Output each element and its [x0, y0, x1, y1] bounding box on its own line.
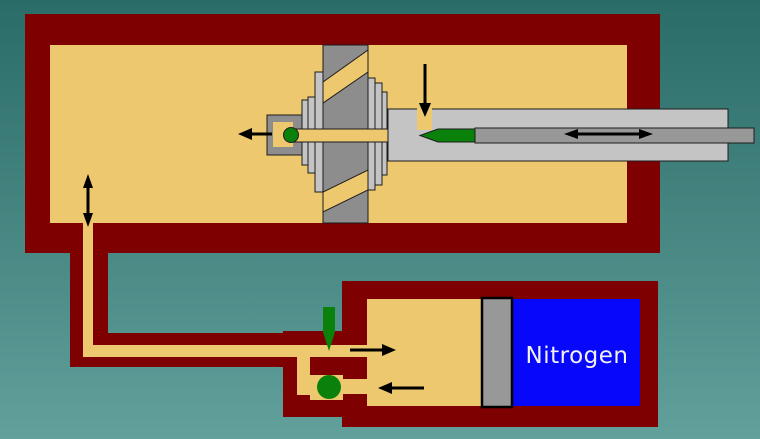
reservoir-inflow-right-arrow: [350, 344, 396, 356]
nitrogen-label: Nitrogen: [526, 343, 629, 369]
rod-port-inflow-down-arrow: [419, 64, 431, 117]
floating-piston-separator: [480, 296, 514, 409]
piston-port-lower: [322, 169, 369, 213]
oil-passage-horizontal: [83, 345, 368, 357]
piston-outflow-left-arrow: [238, 128, 272, 140]
piston-port-upper: [322, 49, 369, 104]
bleed-check-ball: [283, 127, 299, 143]
oil-passage-down-leg: [297, 345, 310, 395]
nitrogen-chamber: [512, 299, 640, 406]
reservoir-return-left-arrow: [378, 382, 424, 394]
rod-inlet-port: [417, 108, 432, 130]
reservoir-check-ball: [317, 375, 341, 399]
reservoir-needle-valve: [323, 307, 335, 351]
rod-travel-double-arrow: [564, 129, 653, 139]
oil-passage-vertical: [83, 223, 93, 357]
chamber-flow-vertical-double-arrow: [83, 174, 93, 227]
